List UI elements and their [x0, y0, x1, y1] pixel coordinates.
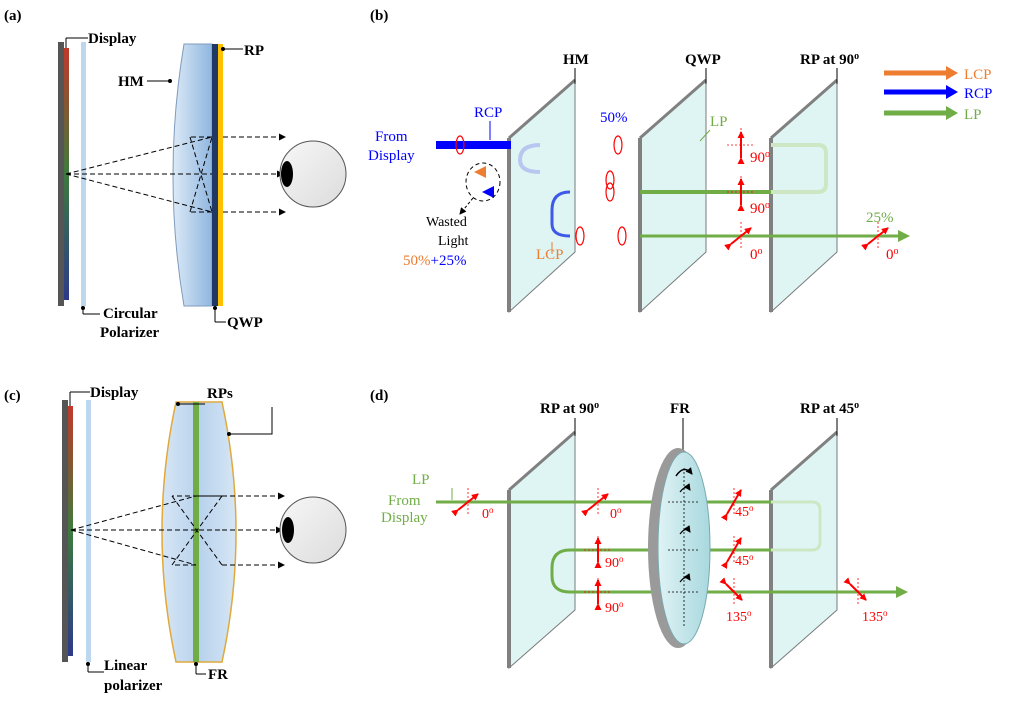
rotation-arrow-icon	[675, 467, 693, 477]
hm-plate-label: HM	[563, 52, 589, 68]
from-display-label-2: Display	[368, 148, 415, 164]
circular-polarizer-label-1: Circular	[103, 306, 158, 322]
wasted-percent-label: 50%+25%	[403, 253, 466, 269]
from-display-label-1: From	[375, 129, 408, 145]
fifty-percent-label: 50%	[600, 110, 628, 126]
angle-90-upper: 90o	[750, 149, 770, 167]
qwp-label: QWP	[227, 315, 263, 331]
qwp-plate	[639, 78, 707, 314]
angle-d-0-in: 0o	[482, 505, 494, 522]
lp-label: LP	[710, 114, 728, 130]
circular-markers	[455, 135, 627, 246]
beam-d-rp45-reflection	[771, 500, 822, 552]
panel-a: (a) Display HM RP QWP Circular Polarizer	[4, 8, 347, 341]
linear-polarizer	[86, 400, 91, 662]
wasted-label-1: Wasted	[426, 215, 467, 230]
pupil-icon-c	[282, 517, 294, 543]
angle-d-0-rp: 0o	[610, 505, 622, 522]
legend-lp: LP	[964, 107, 982, 123]
angle-90-lower: 90o	[750, 200, 770, 218]
rp90-plate-label: RP at 90o	[540, 400, 599, 418]
rp45-plate-label: RP at 45o	[800, 400, 859, 418]
lcp-label: LCP	[536, 247, 564, 263]
wasted-light-circle	[465, 162, 501, 202]
beam-d-rp90-reflection	[550, 548, 571, 594]
display-label: Display	[88, 31, 137, 47]
beam-reflection-rp	[771, 143, 828, 194]
legend-lcp: LCP	[964, 67, 992, 83]
angle-d-45-a: 45o	[735, 503, 754, 520]
legend-rcp: RCP	[964, 86, 992, 102]
wasted-label-2: Light	[438, 234, 468, 249]
linear-polarizer-label-1: Linear	[104, 658, 148, 674]
rcp-label: RCP	[474, 105, 502, 121]
beam-second-reflection	[550, 190, 571, 238]
angle-0-mid: 0o	[750, 246, 763, 264]
half-mirror-lens	[172, 43, 213, 307]
panel-c-tag: (c)	[4, 388, 21, 404]
panel-a-tag: (a)	[4, 8, 22, 24]
panel-c: (c) Display RPs FR Linear polarizer	[4, 385, 347, 694]
circular-polarizer-label-2: Polarizer	[100, 325, 159, 341]
hm-plate	[508, 78, 576, 314]
angle-d-135-a: 135o	[726, 608, 752, 625]
hm-label: HM	[118, 74, 144, 90]
reflective-polarizer-film	[218, 44, 223, 306]
rp-plate-label: RP at 90o	[800, 51, 859, 69]
display-back-plate-c	[62, 400, 68, 662]
linear-polarizer-label-2: polarizer	[104, 678, 163, 694]
angle-d-135-b: 135o	[862, 608, 888, 625]
legend: LCP RCP LP	[884, 66, 992, 123]
rp-plate	[770, 78, 838, 314]
ray-paths-c	[70, 492, 285, 569]
qwp-plate-label: QWP	[685, 52, 721, 68]
angle-d-45-b: 45o	[735, 552, 754, 569]
rps-label: RPs	[207, 386, 233, 402]
pupil-icon	[281, 161, 293, 187]
panel-d: (d) RP at 90o FR RP at 45o	[370, 388, 908, 670]
display-label-c: Display	[90, 385, 139, 401]
display-screen-c	[68, 406, 73, 656]
from-display-d-1: From	[388, 493, 421, 509]
eye-icon-c	[279, 496, 347, 564]
lp-label-d: LP	[412, 472, 430, 488]
eye-icon	[279, 140, 347, 208]
qwp-film	[212, 44, 218, 306]
from-display-d-2: Display	[381, 510, 428, 526]
angle-0-out: 0o	[886, 246, 899, 264]
angle-d-90-a: 90o	[605, 554, 624, 571]
twenty-five-percent-label: 25%	[866, 210, 894, 226]
rp-label: RP	[244, 43, 264, 59]
panel-b: (b) LCP RCP LP HM QWP RP at 90o	[368, 8, 992, 314]
display-back-plate	[58, 42, 64, 306]
panel-b-tag: (b)	[370, 8, 388, 24]
panel-d-tag: (d)	[370, 388, 388, 404]
angle-d-90-b: 90o	[605, 599, 624, 616]
fr-plate-label: FR	[670, 401, 690, 417]
ray-paths	[65, 133, 286, 216]
fr-label-c: FR	[208, 667, 228, 683]
